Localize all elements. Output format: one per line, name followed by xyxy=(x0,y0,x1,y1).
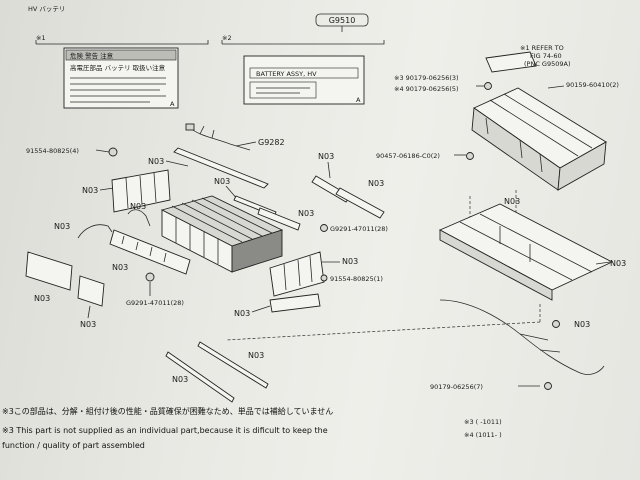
battery-assy-label: BATTERY ASSY, HV A xyxy=(243,55,365,105)
end-plate-a xyxy=(25,251,73,291)
bolt-91554-b xyxy=(320,274,328,282)
callout-refer-1: ※1 REFER TO xyxy=(520,44,564,52)
callout-refer-2: FIG 74-60 xyxy=(530,52,562,60)
bus-bar-long xyxy=(173,147,269,189)
battery-assy-label-text: BATTERY ASSY, HV xyxy=(256,70,317,78)
callout-n03-7: N03 xyxy=(34,294,50,303)
bolt-90179-b xyxy=(544,382,552,390)
header-title: HV バッテリ xyxy=(28,5,65,13)
callout-refer-3: (PNC G9509A) xyxy=(524,60,570,68)
callout-n03-15: N03 xyxy=(172,375,188,384)
harness-center xyxy=(127,209,151,227)
group-code: G9510 xyxy=(329,16,356,25)
note-english-line-1: ※3 This part is not supplied as an indiv… xyxy=(2,426,328,435)
bolt-90179-a xyxy=(484,82,492,90)
caution-title: 危険 警告 注意 xyxy=(70,51,114,60)
rod-a xyxy=(197,341,269,389)
battery-module-stack xyxy=(160,195,284,273)
callout-90159: 90159-60410(2) xyxy=(566,81,619,89)
callout-90457: 90457-06186-C0(2) xyxy=(376,152,440,160)
group-mark-2: ※2 xyxy=(222,34,232,42)
callout-g9291-28a: G9291-47011(28) xyxy=(330,225,388,233)
nut-g9291-a xyxy=(320,224,328,232)
bolt-91554-a xyxy=(108,147,118,157)
junction-block xyxy=(269,251,325,297)
bolt-90457 xyxy=(466,152,474,160)
callout-n03-2: N03 xyxy=(82,186,98,195)
callout-91554-4: 91554-80825(4) xyxy=(26,147,79,155)
battery-lower-tray xyxy=(438,203,614,301)
callout-n03-18: N03 xyxy=(574,320,590,329)
callout-g9291-28b: G9291-47011(28) xyxy=(126,299,184,307)
end-plate-b xyxy=(77,275,105,307)
note-english-line-2: function / quality of part assembled xyxy=(2,441,145,450)
bus-bar-module xyxy=(109,229,191,275)
note-japanese: ※3この部品は、分解・組付け後の性能・品質確保が困難なため、単品では補給していま… xyxy=(2,406,333,416)
callout-n03-13: N03 xyxy=(234,309,250,318)
callout-n03-14: N03 xyxy=(248,351,264,360)
callout-n03-10: N03 xyxy=(318,152,334,161)
wire-harness xyxy=(185,123,251,151)
callout-n03-16: N03 xyxy=(504,197,520,206)
rod-b xyxy=(165,351,235,403)
main-cable-harness xyxy=(439,299,605,375)
callout-n03-4: N03 xyxy=(54,222,70,231)
caution-line-1: 高電圧部品 バッテリ 取扱い注意 xyxy=(70,63,166,72)
group-bracket-2 xyxy=(221,40,385,45)
callout-n03-5: N03 xyxy=(130,202,146,211)
caution-label-mark: A xyxy=(170,100,175,108)
callout-n03-17: N03 xyxy=(610,259,626,268)
battery-upper-frame xyxy=(471,87,607,191)
callout-90179-3: ※3 90179-06256(3) xyxy=(394,74,459,82)
ref-cover-plate xyxy=(485,51,537,73)
bracket-upper-b xyxy=(335,187,385,219)
bolt-n03-right xyxy=(552,320,560,328)
nut-g9291-b xyxy=(145,272,155,282)
battery-assy-label-mark: A xyxy=(356,96,361,104)
callout-n03-1: N03 xyxy=(148,157,164,166)
callout-n03-3: N03 xyxy=(214,177,230,186)
callout-n03-12: N03 xyxy=(342,257,358,266)
bus-bar-small-b xyxy=(257,207,301,231)
callout-g9282: G9282 xyxy=(258,138,285,147)
callout-91554-1: 91554-80825(1) xyxy=(330,275,383,283)
callout-n03-6: N03 xyxy=(112,263,128,272)
note-range-1: ※3 ( -1011) xyxy=(464,418,502,426)
callout-90179-7: 90179-06256(7) xyxy=(430,383,483,391)
callout-n03-9: N03 xyxy=(298,209,314,218)
caution-label: 危険 警告 注意 高電圧部品 バッテリ 取扱い注意 A xyxy=(63,47,179,109)
connector-bar xyxy=(269,293,321,313)
note-range-2: ※4 (1011- ) xyxy=(464,431,502,439)
group-mark-1: ※1 xyxy=(36,34,46,42)
harness-left xyxy=(77,224,113,239)
group-bracket-1 xyxy=(35,40,209,45)
callout-n03-8: N03 xyxy=(80,320,96,329)
callout-90179-4: ※4 90179-06256(5) xyxy=(394,85,459,93)
callout-n03-11: N03 xyxy=(368,179,384,188)
